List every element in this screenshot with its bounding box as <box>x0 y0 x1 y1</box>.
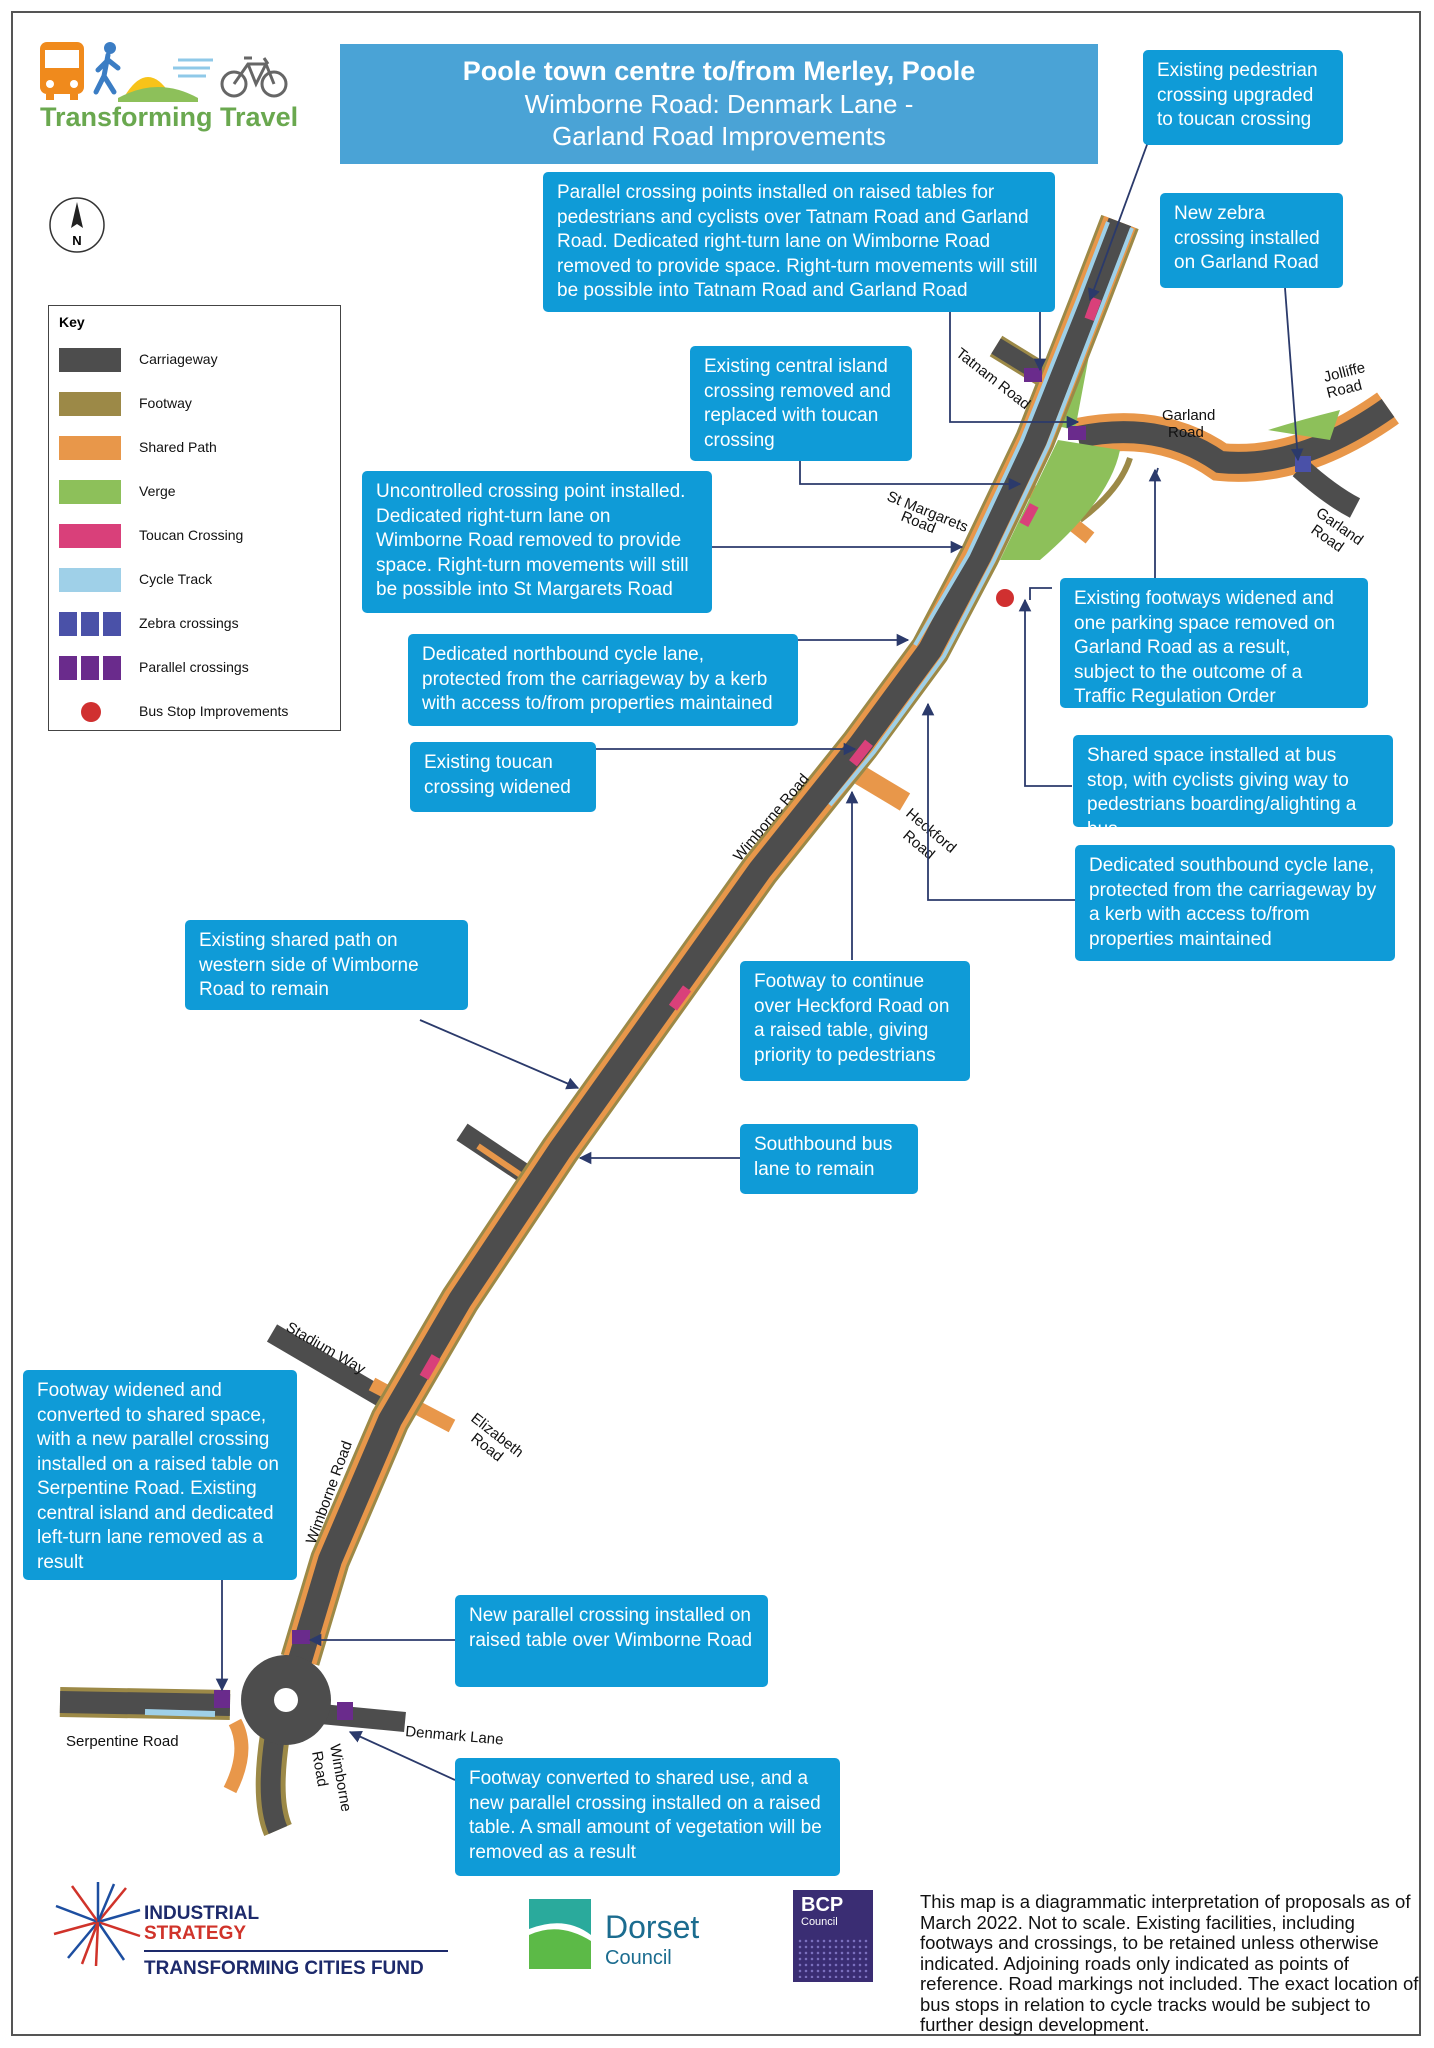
key-item-bus-stop: Bus Stop Improvements <box>59 698 329 724</box>
toucan-crossing-3 <box>849 739 873 767</box>
industrial-strategy-logo: INDUSTRIAL STRATEGY TRANSFORMING CITIES … <box>48 1880 458 1990</box>
toucan-crossing-2 <box>1019 502 1039 528</box>
parallel-crossing-wimborne <box>292 1630 310 1644</box>
cycle-track-east <box>828 227 1134 807</box>
sun-icon <box>118 58 213 102</box>
toucan-crossing-4 <box>668 985 692 1011</box>
wimborne-road-main <box>280 214 1139 1666</box>
label-wimborne-road-3b: Road <box>308 1750 331 1788</box>
toucan-crossing-5 <box>419 1354 441 1380</box>
bus-icon <box>40 42 84 100</box>
page-border <box>11 11 1421 2036</box>
title-box: Poole town centre to/from Merley, Poole … <box>340 44 1098 164</box>
roundabout-island <box>274 1688 298 1712</box>
bus-stop-marker <box>996 589 1014 607</box>
callout-zebra-garland: New zebra crossing installed on Garland … <box>1160 193 1343 288</box>
industrial-text: INDUSTRIAL <box>144 1903 260 1924</box>
key-title: Key <box>59 314 85 330</box>
callout-heckford-footway: Footway to continue over Heckford Road o… <box>740 961 970 1081</box>
tcf-text: TRANSFORMING CITIES FUND <box>144 1958 424 1979</box>
callout-southbound-bus-lane: Southbound bus lane to remain <box>740 1124 918 1194</box>
key-item-cycle-track: Cycle Track <box>59 566 329 592</box>
key-item-footway: Footway <box>59 390 329 416</box>
key-item-toucan: Toucan Crossing <box>59 522 329 548</box>
garland-road-south <box>1292 459 1361 518</box>
road-labels: Tatnam Road Garland Road Jolliffe Road G… <box>66 345 1367 1813</box>
dorset-council-logo: Dorset Council <box>525 1895 725 1995</box>
dorset-text: Dorset <box>605 1909 700 1945</box>
callout-leaders <box>215 141 1304 1781</box>
callout-central-island: Existing central island crossing removed… <box>690 346 912 461</box>
key-item-parallel: Parallel crossings <box>59 654 329 680</box>
parallel-crossing-serpentine <box>214 1690 230 1708</box>
callout-shared-use: Footway converted to shared use, and a n… <box>455 1758 840 1876</box>
page-subtitle-2: Garland Road Improvements <box>552 121 886 151</box>
callout-parallel-tatnam: Parallel crossing points installed on ra… <box>543 172 1055 312</box>
page-subtitle-1: Wimborne Road: Denmark Lane - <box>524 89 914 119</box>
logo-graphic <box>40 42 288 102</box>
cycle-track-west <box>913 221 1110 647</box>
crossings <box>214 296 1311 1720</box>
bicycle-icon <box>220 56 288 98</box>
bcp-council-logo: BCP Council <box>793 1890 873 1982</box>
parallel-crossing-denmark <box>337 1702 353 1720</box>
callout-toucan-widened: Existing toucan crossing widened <box>410 742 596 812</box>
parallel-crossing-garland <box>1068 426 1086 440</box>
starburst-icon <box>53 1882 141 1967</box>
bcp-council-text: Council <box>801 1916 838 1928</box>
transforming-travel-logo: Transforming Travel <box>38 40 298 140</box>
strategy-text: STRATEGY <box>144 1923 247 1944</box>
walker-icon <box>93 42 121 95</box>
label-denmark-lane: Denmark Lane <box>405 1723 504 1749</box>
callout-shared-space-bus: Shared space installed at bus stop, with… <box>1073 735 1393 840</box>
north-arrow-icon: N <box>48 196 106 254</box>
callout-footways-widened: Existing footways widened and one parkin… <box>1060 578 1368 708</box>
council-text: Council <box>605 1947 672 1969</box>
toucan-crossing-1 <box>1084 296 1102 322</box>
logo-text: Transforming Travel <box>40 102 299 132</box>
callout-toucan-upgrade: Existing pedestrian crossing upgraded to… <box>1143 50 1343 145</box>
page-title: Poole town centre to/from Merley, Poole <box>462 56 976 86</box>
label-serpentine-road: Serpentine Road <box>66 1733 179 1750</box>
key-item-shared-path: Shared Path <box>59 434 329 460</box>
dorset-emblem-icon <box>529 1899 591 1969</box>
callout-shared-path-west: Existing shared path on western side of … <box>185 920 468 1010</box>
bcp-text: BCP <box>801 1894 844 1916</box>
label-garland-road-1: Garland <box>1162 407 1215 424</box>
parallel-crossing-tatnam <box>1024 368 1042 382</box>
key-item-zebra: Zebra crossings <box>59 610 329 636</box>
key-item-carriageway: Carriageway <box>59 346 329 372</box>
north-label: N <box>72 233 81 248</box>
callout-northbound-cycle-lane: Dedicated northbound cycle lane, protect… <box>408 634 798 726</box>
stadium-way <box>266 1324 406 1417</box>
map-key: Key Carriageway Footway Shared Path Verg… <box>48 305 341 731</box>
callout-southbound-cycle-lane: Dedicated southbound cycle lane, protect… <box>1075 845 1395 961</box>
key-item-verge: Verge <box>59 478 329 504</box>
callout-serpentine: Footway widened and converted to shared … <box>23 1370 297 1580</box>
disclaimer-note: This map is a diagrammatic interpretatio… <box>920 1891 1419 2035</box>
label-garland-road-1b: Road <box>1168 424 1204 441</box>
heckford-road <box>854 766 911 811</box>
callout-parallel-wimborne: New parallel crossing installed on raise… <box>455 1595 768 1687</box>
callout-uncontrolled: Uncontrolled crossing point installed. D… <box>362 471 712 613</box>
